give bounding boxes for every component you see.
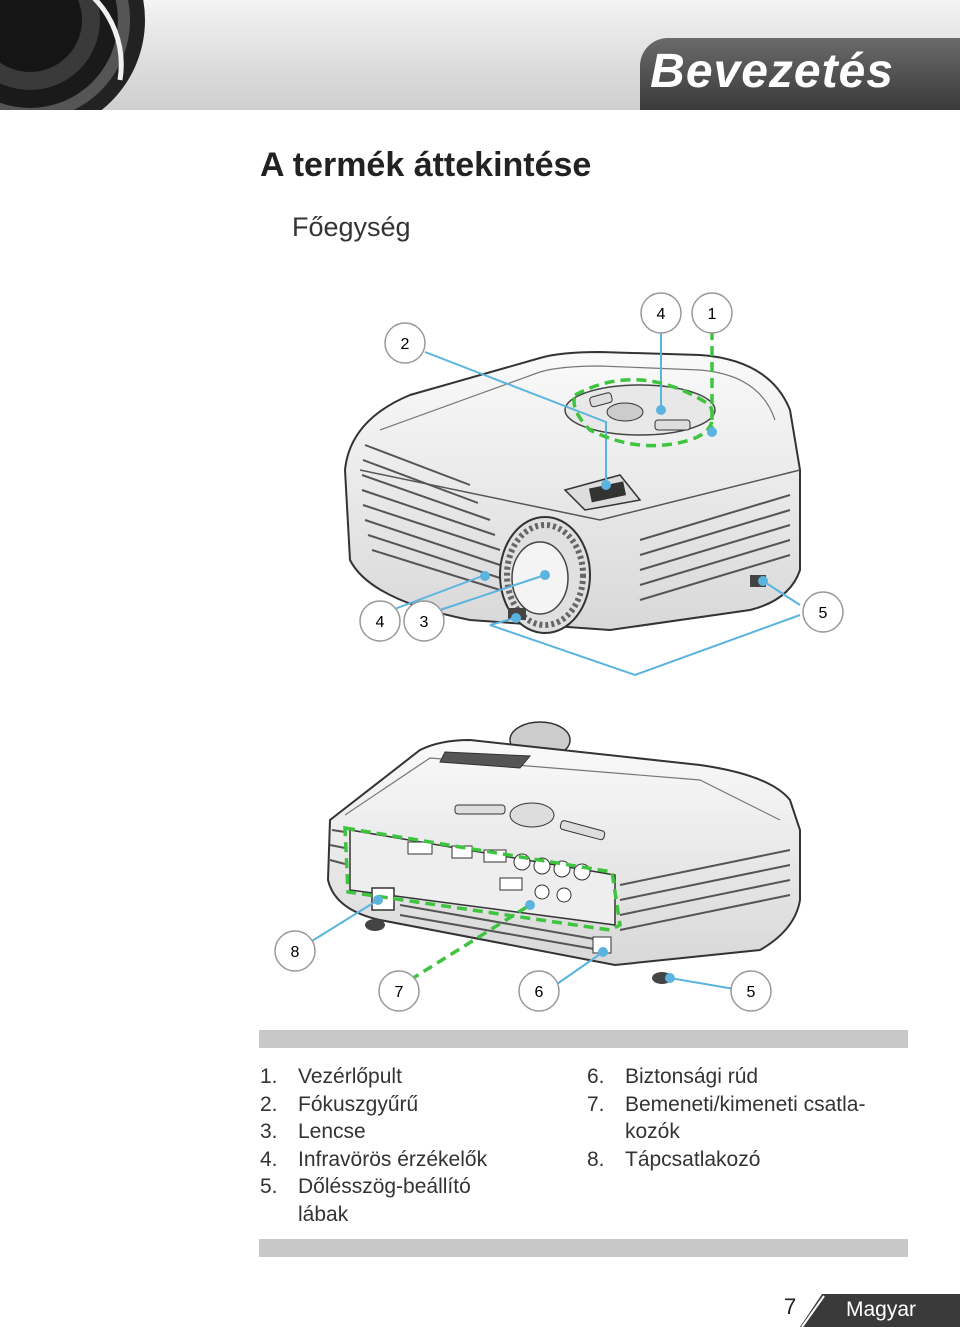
callout-8: 8: [274, 930, 316, 972]
projector-rear-view: [326, 721, 801, 984]
legend-item: 8.Tápcsatlakozó: [587, 1147, 761, 1171]
callout-3: 3: [403, 600, 445, 642]
callout-4: 4: [359, 600, 401, 642]
legend-left-column: 1.Vezérlőpult 2.Fókuszgyűrű 3.Lencse 4.I…: [260, 1063, 530, 1228]
legend-item: 6.Biztonsági rúd: [587, 1065, 759, 1088]
chapter-title: Bevezetés: [650, 45, 894, 98]
svg-text:5: 5: [819, 605, 828, 622]
legend-item: 4.Infravörös érzékelők: [260, 1147, 488, 1171]
header-tab: [640, 38, 960, 110]
callout-7: 7: [378, 970, 420, 1012]
legend-item: 7.Bemeneti/kimeneti csatla-kozók: [587, 1092, 866, 1144]
page-header: Bevezetés: [0, 0, 960, 110]
page-title: A termék áttekintése: [260, 146, 592, 184]
svg-text:4: 4: [376, 614, 385, 631]
callout-5: 5: [802, 591, 844, 633]
svg-text:6: 6: [535, 984, 544, 1001]
legend-item: 5.Dőlésszög-beállító lábak: [260, 1175, 471, 1226]
footer-tab: [800, 1294, 960, 1327]
svg-text:3: 3: [420, 614, 429, 631]
top-callouts: 2 4 1 4 3 5: [359, 292, 844, 642]
callout-1: 1: [691, 292, 733, 334]
svg-text:5: 5: [747, 984, 756, 1001]
footer-language: Magyar: [846, 1298, 917, 1321]
legend-bottom-bar: [259, 1239, 908, 1257]
svg-text:2: 2: [401, 336, 410, 353]
legend-item: 2.Fókuszgyűrű: [260, 1092, 419, 1116]
svg-text:4: 4: [657, 306, 666, 323]
legend-right-column: 6.Biztonsági rúd 7.Bemeneti/kimeneti csa…: [587, 1063, 907, 1173]
lens-decoration: [0, 0, 150, 110]
legend-item: 3.Lencse: [260, 1120, 366, 1143]
svg-text:8: 8: [291, 944, 300, 961]
svg-text:1: 1: [708, 306, 717, 323]
legend-top-bar: [259, 1030, 908, 1048]
callout-5: 5: [730, 970, 772, 1012]
section-subtitle: Főegység: [292, 212, 411, 242]
legend-item: 1.Vezérlőpult: [260, 1065, 402, 1088]
projector-front-view: [343, 350, 801, 634]
callout-6: 6: [518, 970, 560, 1012]
bottom-callouts: 8 7 6 5: [274, 930, 772, 1012]
callout-4: 4: [640, 292, 682, 334]
callout-2: 2: [384, 322, 426, 364]
svg-text:7: 7: [395, 984, 404, 1001]
page-number: 7: [784, 1294, 797, 1319]
projector-diagram: 2 4 1 4 3 5: [274, 292, 844, 1012]
